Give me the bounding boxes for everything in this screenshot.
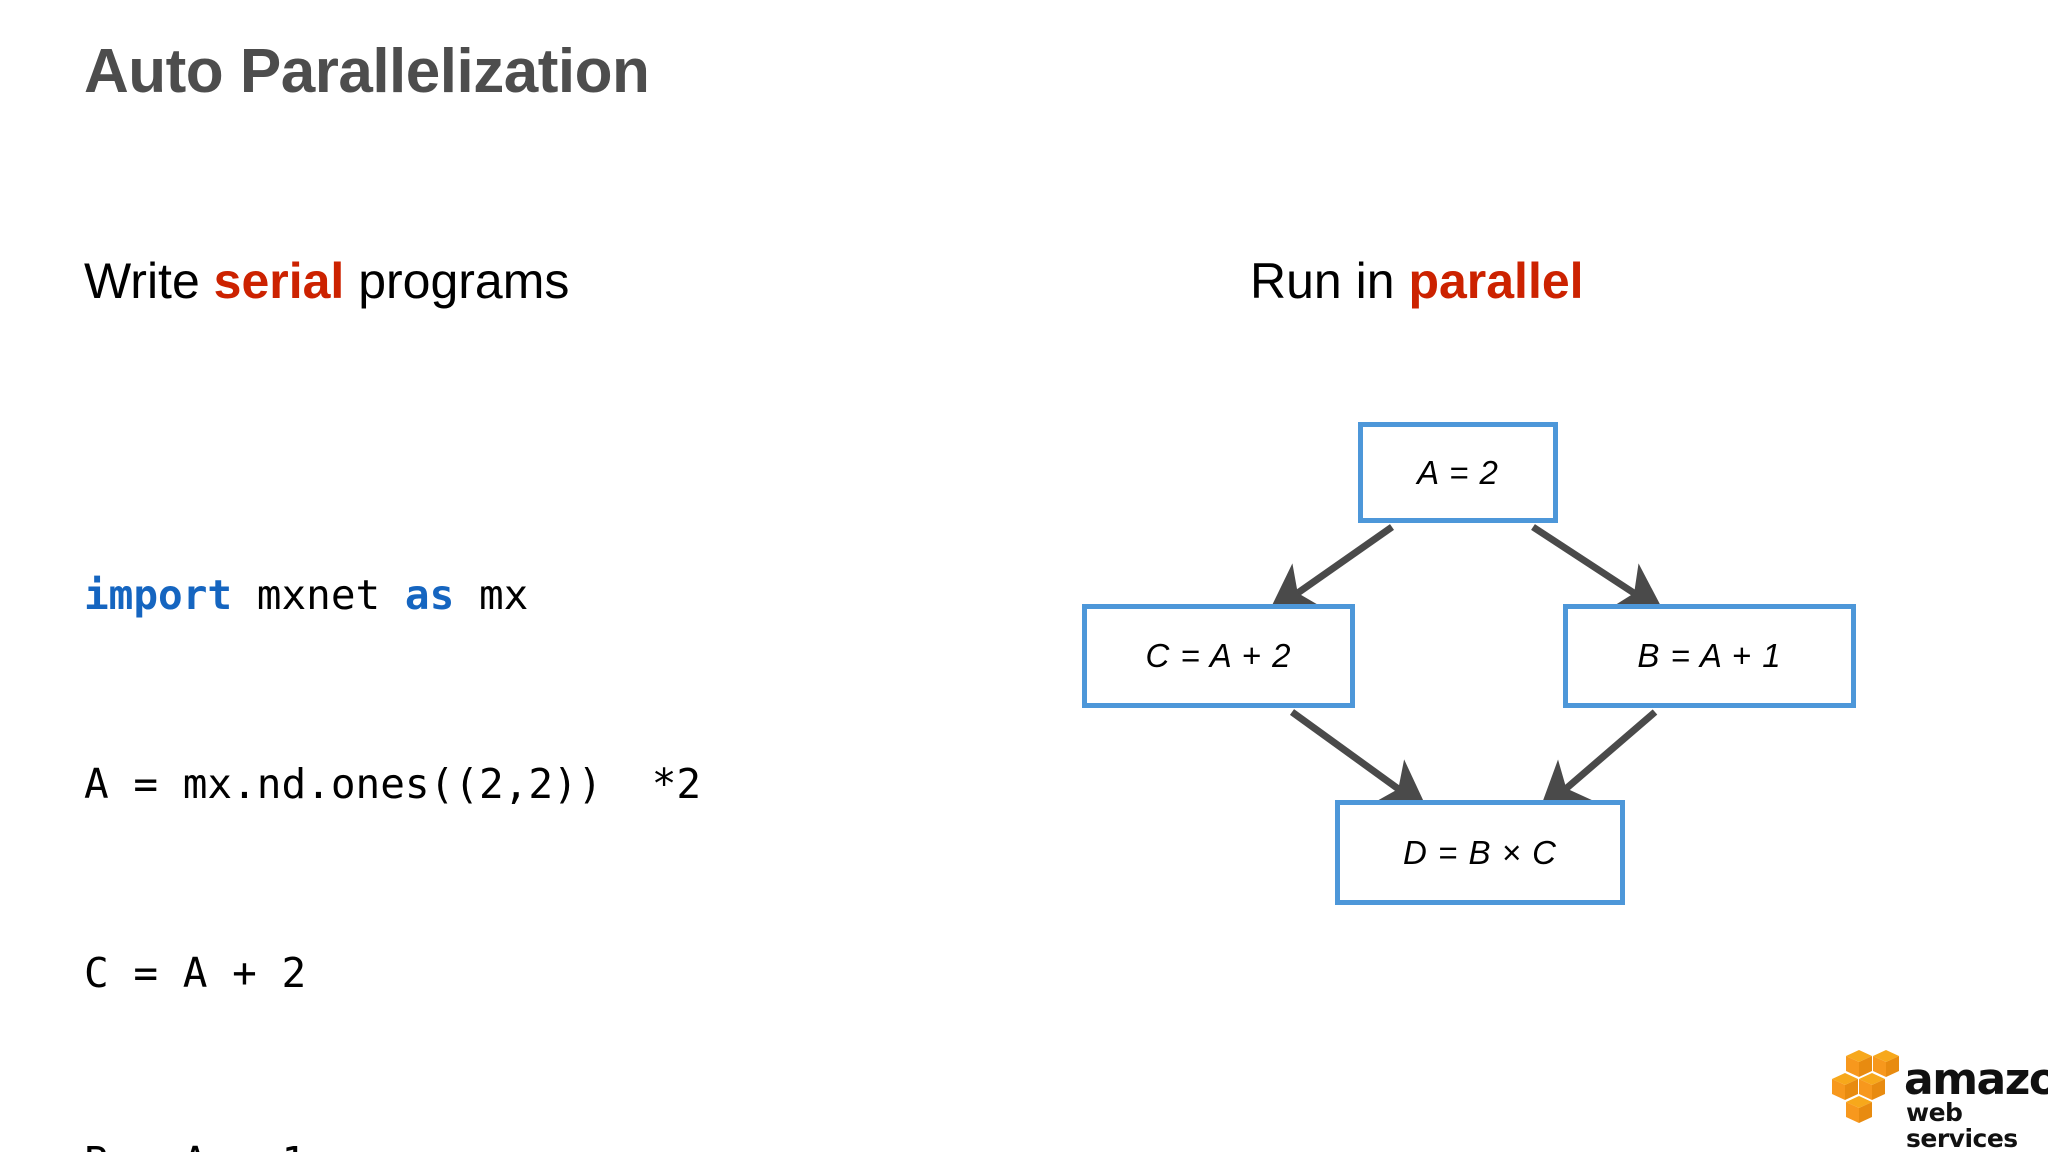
graph-node-label: D = B × C (1403, 833, 1557, 871)
aws-logo: amazon web services (1828, 1046, 2048, 1152)
code-token-plain: mxnet (232, 571, 405, 619)
aws-subwordmark: web services (1906, 1098, 2018, 1152)
left-heading-accent: serial (213, 253, 345, 309)
left-panel-heading: Write serial programs (84, 252, 569, 310)
code-line: import mxnet as mx (84, 564, 701, 627)
graph-node-d[interactable]: D = B × C (1335, 800, 1625, 905)
code-line: C = A + 2 (84, 949, 307, 997)
code-token-plain: mx (454, 571, 529, 619)
code-line: B = A + 1 (84, 1131, 701, 1152)
code-token-keyword: import (84, 571, 233, 619)
edge-a-to-b (1531, 524, 1665, 614)
right-panel-heading: Run in parallel (1250, 252, 1584, 310)
right-heading-accent: parallel (1408, 253, 1584, 309)
edge-c-to-d (1289, 709, 1428, 811)
graph-node-label: C = A + 2 (1145, 637, 1292, 674)
code-token-keyword: as (404, 571, 455, 619)
graph-node-c[interactable]: C = A + 2 (1082, 604, 1355, 708)
aws-cubes-icon (1832, 1050, 1899, 1123)
graph-node-label: B = A + 1 (1637, 637, 1782, 674)
code-line: A = mx.nd.ones((2,2)) *2 (84, 760, 702, 808)
graph-node-a[interactable]: A = 2 (1358, 422, 1558, 523)
aws-wordmark: amazon (1904, 1054, 2048, 1105)
graph-node-b[interactable]: B = A + 1 (1563, 604, 1856, 708)
left-heading-suffix: programs (344, 253, 570, 309)
page-title: Auto Parallelization (84, 37, 650, 106)
edge-b-to-d (1538, 709, 1658, 813)
edge-a-to-c (1267, 524, 1395, 614)
graph-node-label: A = 2 (1417, 453, 1499, 491)
left-heading-prefix: Write (84, 253, 214, 309)
code-block: import mxnet as mx A = mx.nd.ones((2,2))… (84, 438, 701, 1152)
right-heading-prefix: Run in (1250, 253, 1409, 309)
